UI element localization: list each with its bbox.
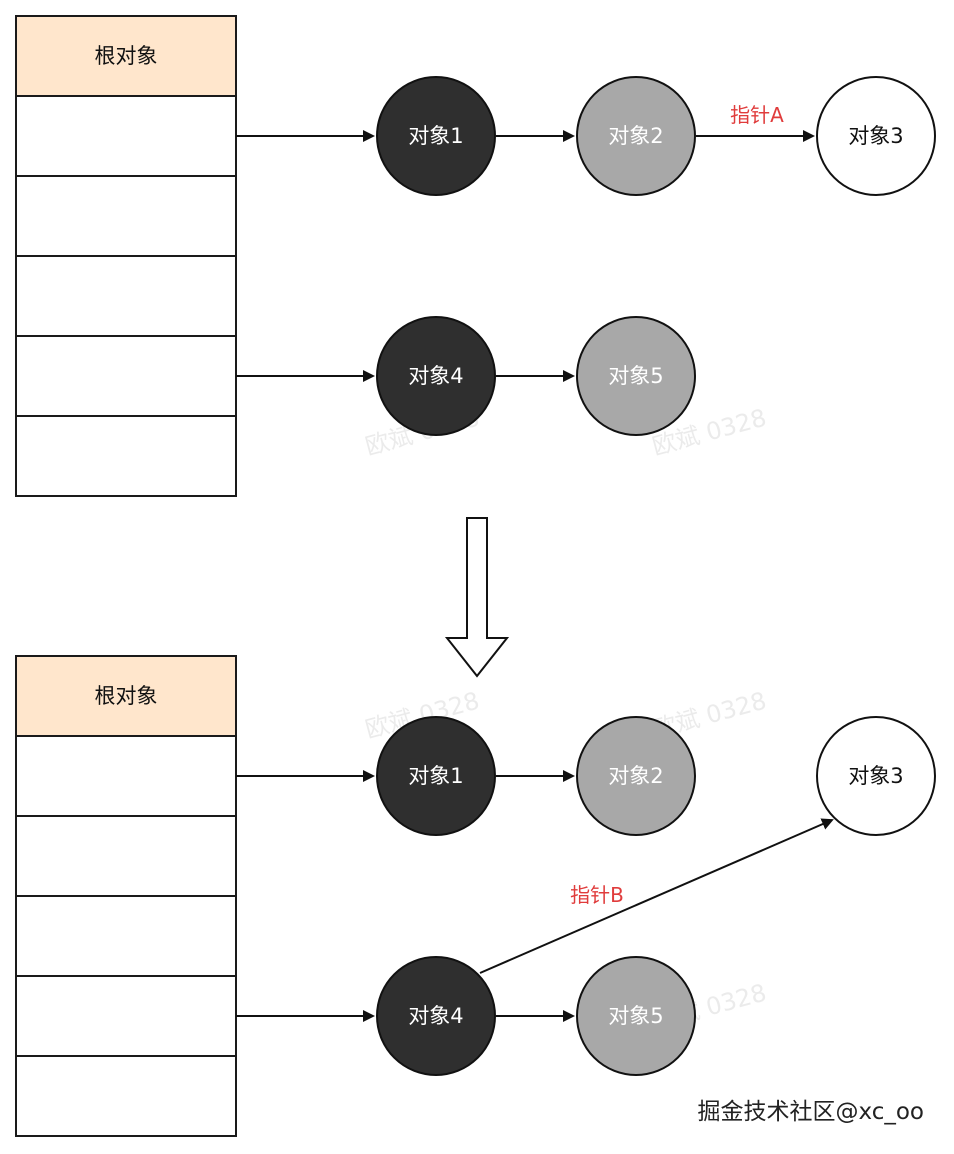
footer-watermark: 掘金技术社区@xc_oo — [698, 1099, 925, 1125]
transition-arrow — [444, 517, 510, 678]
root-slot — [15, 175, 237, 257]
object-label: 对象1 — [408, 764, 463, 788]
object-node — [576, 716, 696, 836]
root-slot — [15, 895, 237, 977]
bottom-diagram: 根对象 指针B 对象1 对象2 对象3 对象4 对象5 — [15, 655, 936, 1137]
object-node — [376, 956, 496, 1076]
root-table: 根对象 — [15, 15, 237, 497]
object-node — [376, 716, 496, 836]
object-label: 对象3 — [848, 124, 903, 148]
object-label: 对象5 — [608, 364, 663, 388]
object-label: 对象2 — [608, 124, 663, 148]
object-label: 对象3 — [848, 764, 903, 788]
root-header-cell — [15, 655, 237, 737]
root-table: 根对象 — [15, 655, 237, 1137]
object-label: 对象5 — [608, 1004, 663, 1028]
root-slot — [15, 1055, 237, 1137]
object-node — [576, 316, 696, 436]
top-diagram: 根对象 指针A 对象1 对象2 对象3 对象4 对象5 — [15, 15, 936, 497]
root-label: 根对象 — [95, 684, 158, 708]
pointer-b-label: 指针B — [570, 883, 624, 907]
object-node — [576, 76, 696, 196]
object-node — [376, 316, 496, 436]
root-slot — [15, 415, 237, 497]
pointer-b-edge — [479, 818, 834, 974]
object-node — [816, 76, 936, 196]
object-label: 对象4 — [408, 364, 463, 388]
root-slot — [15, 975, 237, 1057]
root-label: 根对象 — [95, 44, 158, 68]
root-slot — [15, 95, 237, 177]
object-node — [576, 956, 696, 1076]
object-node — [816, 716, 936, 836]
root-slot — [15, 815, 237, 897]
root-header-cell — [15, 15, 237, 97]
root-slot — [15, 735, 237, 817]
object-node — [376, 76, 496, 196]
root-slot — [15, 255, 237, 337]
object-label: 对象1 — [408, 124, 463, 148]
object-label: 对象4 — [408, 1004, 463, 1028]
root-slot — [15, 335, 237, 417]
pointer-a-label: 指针A — [730, 103, 784, 127]
object-label: 对象2 — [608, 764, 663, 788]
